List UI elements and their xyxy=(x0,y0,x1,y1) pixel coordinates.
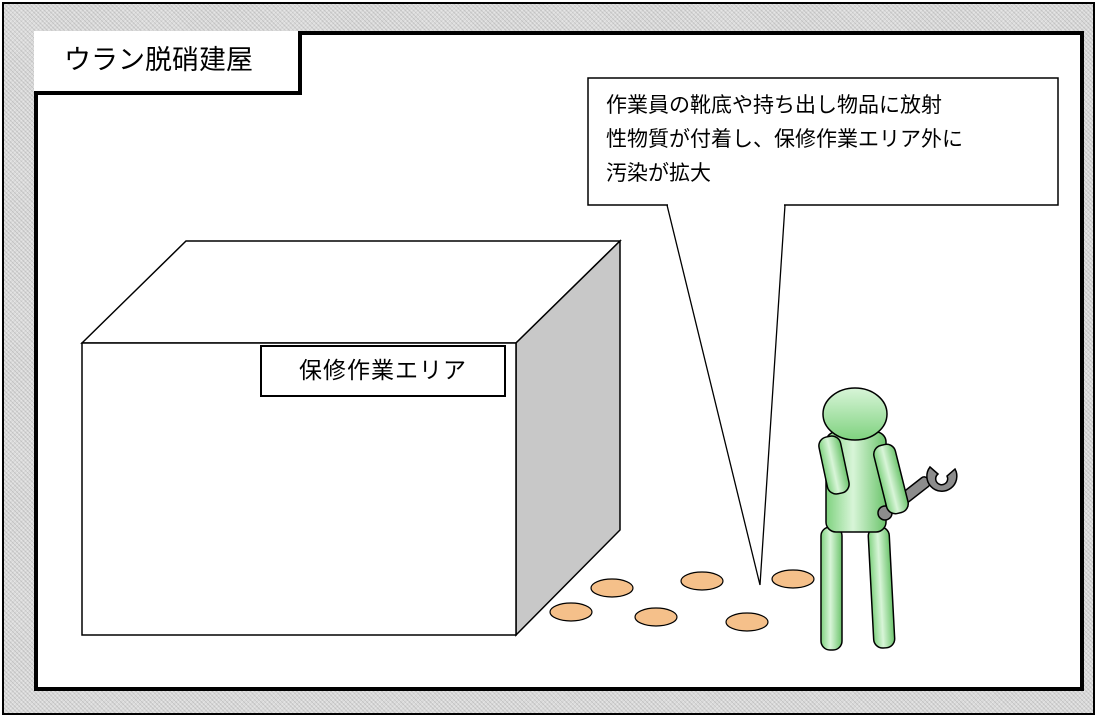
worker-arm-right xyxy=(873,443,909,515)
footprint-icon xyxy=(549,602,593,622)
footprint-icon xyxy=(771,569,815,589)
footprint-icon xyxy=(680,571,724,591)
building-label: ウラン脱硝建屋 xyxy=(34,31,302,95)
callout-pointer xyxy=(666,204,786,586)
footprint-icon xyxy=(634,607,678,627)
work-area-box xyxy=(80,239,622,637)
callout-box xyxy=(587,77,1059,206)
worker-head xyxy=(822,387,888,441)
work-area-label: 保修作業エリア xyxy=(260,345,506,397)
footprint-icon xyxy=(725,612,769,632)
callout-bubble xyxy=(587,77,1059,586)
footprint-icon xyxy=(590,578,634,598)
worker-arm-left xyxy=(818,435,850,495)
worker-with-wrench-icon xyxy=(818,387,958,651)
worker-leg-right xyxy=(867,526,896,649)
callout-text: 作業員の靴底や持ち出し物品に放射 性物質が付着し、保修作業エリア外に 汚染が拡大 xyxy=(606,93,963,185)
footprints xyxy=(549,569,815,632)
worker-leg-left xyxy=(820,526,843,651)
